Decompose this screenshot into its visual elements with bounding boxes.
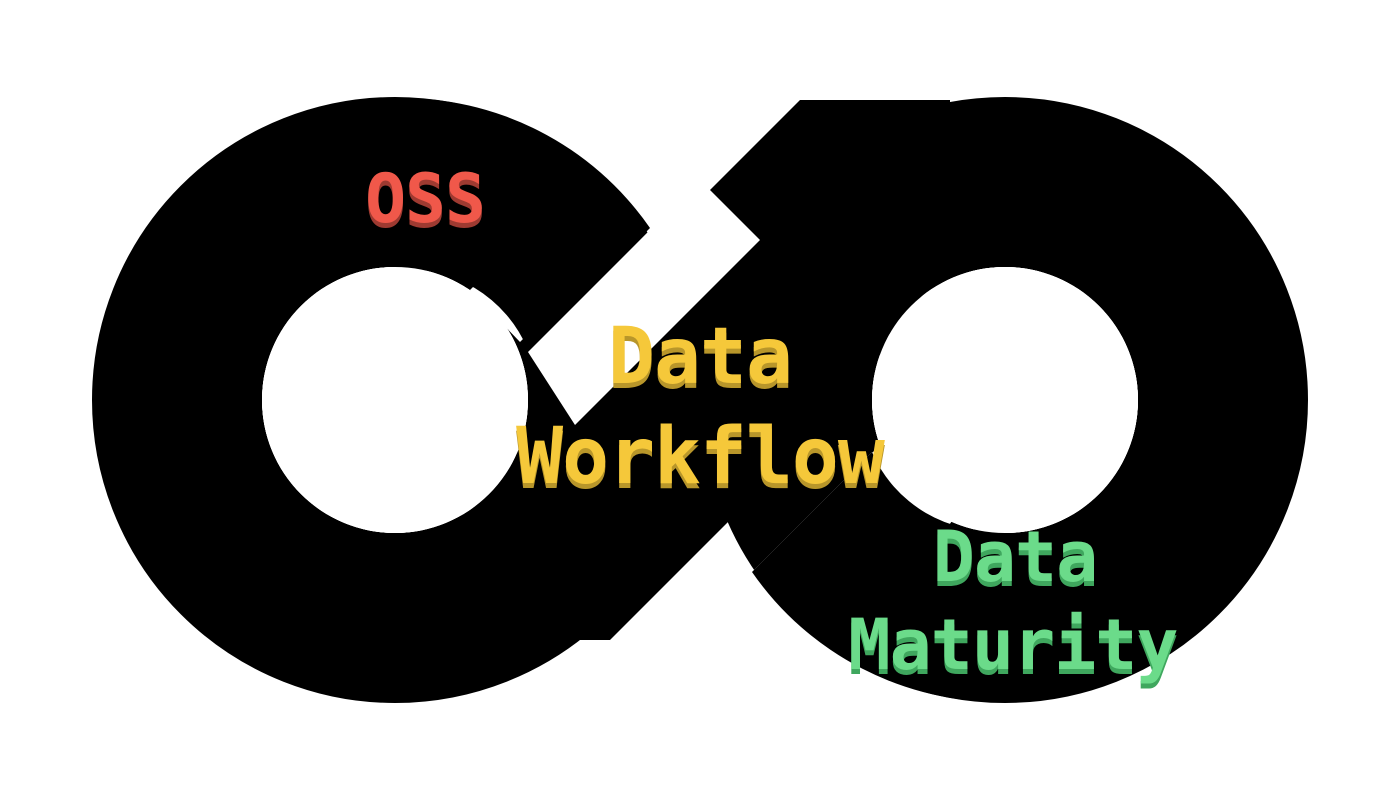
left-upper-arm: [395, 97, 650, 350]
infinity-loop-shape: [92, 97, 1308, 703]
oss-label: OSS: [365, 160, 486, 239]
data-workflow-label-line1: Data: [608, 312, 793, 402]
data-workflow-label-line2: Workflow: [516, 412, 885, 502]
data-maturity-label-line2: Maturity: [848, 604, 1178, 686]
left-upper-arm-cut: [528, 180, 760, 425]
crossing-band-main: [575, 190, 930, 545]
right-lower-arm: [752, 452, 1005, 703]
data-maturity-label-line1: Data: [932, 516, 1099, 598]
